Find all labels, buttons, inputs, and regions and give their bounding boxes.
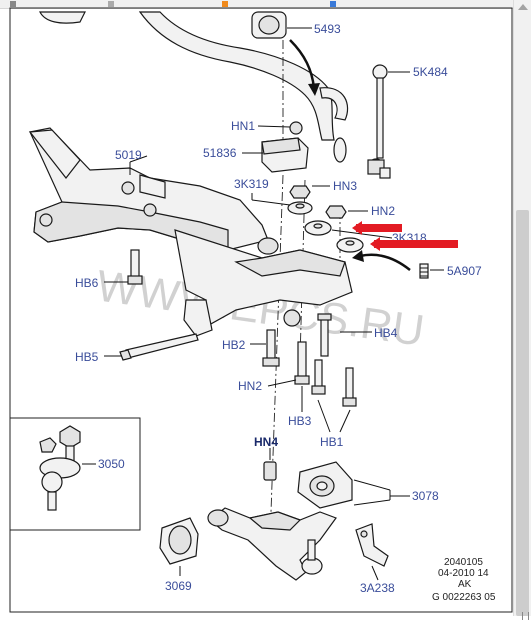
label-hb3: HB3 [288,414,312,428]
vertical-scrollbar[interactable] [513,0,531,620]
stabilizer-bar-left [39,11,86,24]
label-hb6: HB6 [75,276,99,290]
label-3A238: 3A238 [360,581,395,595]
toolbar-icon [108,1,114,7]
subframe-5019 [28,127,353,337]
nut-hn4 [263,461,277,481]
bushing-3078 [297,461,353,509]
label-hn3: HN3 [333,179,357,193]
meta-date: 04-2010 14 [438,568,489,579]
label-3078: 3078 [412,489,439,503]
label-3069: 3069 [165,579,192,593]
meta-code: AK [458,579,472,590]
assembly-arrow [359,253,411,271]
bolt-hb4 [317,313,332,357]
bolt-hb3 [294,341,310,385]
label-hn1: HN1 [231,119,255,133]
diagram-frame [9,7,513,613]
washer-3K319 [287,201,313,215]
nut-hn3 [289,185,311,199]
meta-illustration-id: G 0022263 05 [432,592,496,603]
scroll-thumb[interactable] [516,210,529,620]
meta-catalog-number: 2040105 [444,557,483,568]
label-3050: 3050 [98,457,125,471]
label-hn2-top: HN2 [371,204,395,218]
label-hn4: HN4 [254,435,278,449]
lower-control-arm [207,507,337,581]
washer-3K318 [304,220,364,253]
label-hn2-mid: HN2 [238,379,262,393]
suspension-parts-diagram: WWW.EPCS.RU 5493 5K484 HN1 51836 [9,7,513,613]
bracket-3A238 [355,523,389,567]
inset-box [9,417,141,531]
label-5A907: 5A907 [447,264,482,278]
toolbar-icon [10,1,16,7]
toolbar-icon [330,1,336,7]
bolt-hb5 [119,333,199,361]
bolt-hb2 [262,329,280,367]
subframe-bushing [283,309,301,327]
label-5019: 5019 [115,148,142,162]
label-hb1: HB1 [320,435,344,449]
stabilizer-bar-tip [333,137,347,163]
stabilizer-link-5K484 [367,64,391,179]
bushing-3069 [159,517,199,565]
scroll-up-icon[interactable] [518,4,528,10]
label-3K319: 3K319 [234,177,269,191]
bolt-hb1 [311,359,357,407]
highlight-arrow-red [352,221,458,251]
bolt-hb6 [127,249,143,285]
nut-hn1 [289,121,303,135]
stabilizer-bushing-5493 [251,11,287,39]
bracket-51836 [261,137,309,173]
nut-hn2-top [325,205,347,219]
label-hb5: HB5 [75,350,99,364]
label-5K484: 5K484 [413,65,448,79]
label-hb2: HB2 [222,338,246,352]
toolbar-icon [222,1,228,7]
label-5493: 5493 [314,22,341,36]
stabilizer-bar-end [319,87,349,121]
stabilizer-bar [138,11,335,141]
screw-5A907 [419,263,429,279]
ball-joint-3050 [39,425,81,511]
label-hb4: HB4 [374,326,398,340]
label-51836: 51836 [203,146,237,160]
scroll-grip-icon [522,612,529,620]
